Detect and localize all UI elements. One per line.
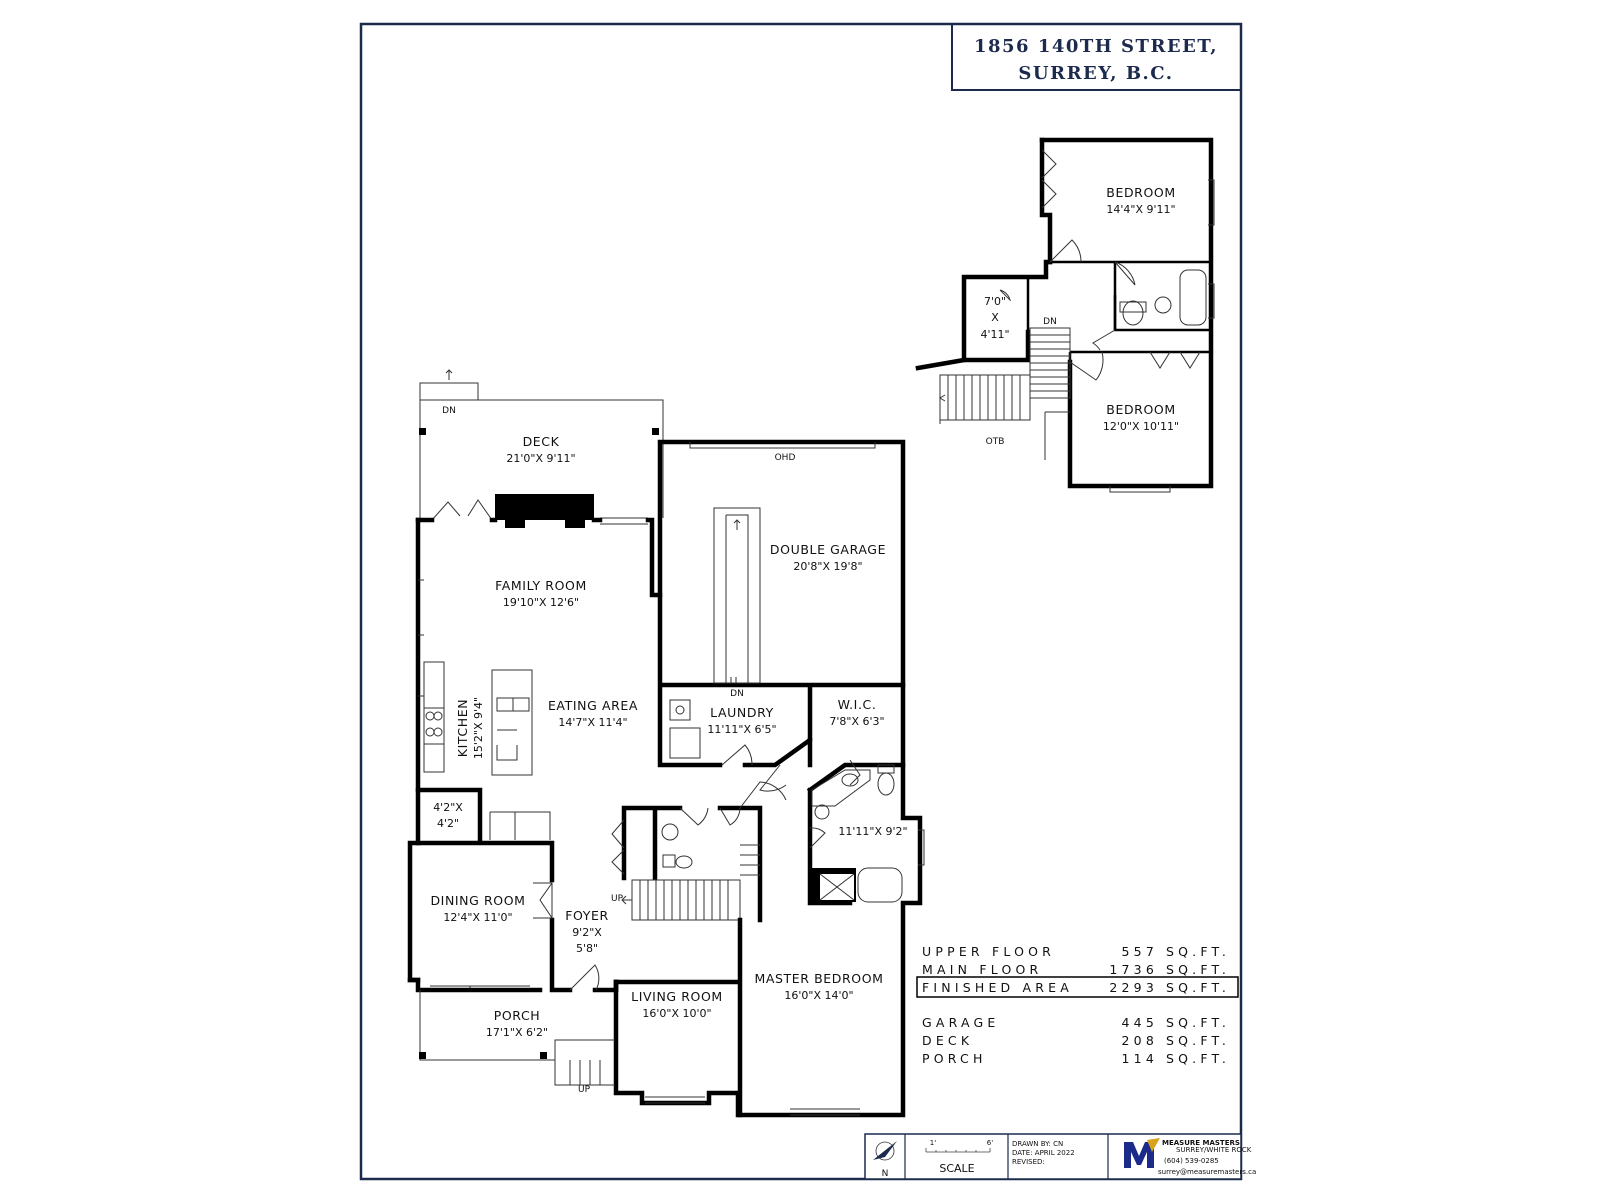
area-summary <box>916 976 1239 998</box>
bedroom-1-dims: 14'4"X 9'11" <box>1106 203 1175 216</box>
area-unit-upper: SQ.FT. <box>1166 944 1230 959</box>
bedroom-2-name: BEDROOM <box>1106 402 1175 417</box>
deck-name: DECK <box>523 434 560 449</box>
storage-dims-1: 7'0" <box>984 295 1006 308</box>
area-value-main: 1736 <box>1109 962 1158 977</box>
foyer-dims-2: 5'8" <box>576 942 598 955</box>
living-room-name: LIVING ROOM <box>631 989 723 1004</box>
pantry-dims-2: 4'2" <box>437 817 459 830</box>
dining-room-name: DINING ROOM <box>430 893 525 908</box>
area-unit-porch: SQ.FT. <box>1166 1051 1230 1066</box>
main-floor-plan <box>407 369 925 1118</box>
storage-dims-2: X <box>991 311 999 324</box>
bedroom-2-dims: 12'0"X 10'11" <box>1103 420 1179 433</box>
wic-name: W.I.C. <box>838 697 877 712</box>
area-value-upper: 557 <box>1122 944 1158 959</box>
title-block <box>864 1133 1242 1180</box>
finished-area-highlight <box>916 976 1239 998</box>
double-garage-name: DOUBLE GARAGE <box>770 542 886 557</box>
scale-bar <box>925 1148 991 1153</box>
drawn-by: DRAWN BY: CN <box>1012 1140 1063 1148</box>
area-value-garage: 445 <box>1122 1015 1158 1030</box>
ohd-label: OHD <box>775 453 796 463</box>
master-bedroom-name: MASTER BEDROOM <box>754 971 883 986</box>
measure-masters-logo <box>1124 1138 1160 1168</box>
area-label-garage: GARAGE <box>922 1015 1000 1030</box>
foyer-name: FOYER <box>565 908 609 923</box>
revised: REVISED: <box>1012 1158 1045 1166</box>
storage-dims-3: 4'11" <box>980 328 1009 341</box>
area-value-deck: 208 <box>1122 1033 1158 1048</box>
garage-dn-label: DN <box>730 689 744 699</box>
ensuite-dims: 11'11"X 9'2" <box>838 825 907 838</box>
family-room-dims: 19'10"X 12'6" <box>503 596 579 609</box>
pantry-dims-1: 4'2"X <box>433 801 463 814</box>
company-phone: (604) 539-0285 <box>1164 1157 1219 1165</box>
kitchen-dims: 15'2"X 9'4" <box>472 697 485 759</box>
area-label-main: MAIN FLOOR <box>922 962 1042 977</box>
company-name: MEASURE MASTERS <box>1162 1139 1240 1147</box>
bedroom-1-name: BEDROOM <box>1106 185 1175 200</box>
area-label-upper: UPPER FLOOR <box>922 944 1055 959</box>
sheet-border <box>359 22 1243 1181</box>
wic-dims: 7'8"X 6'3" <box>829 715 884 728</box>
title-line2: SURREY, B.C. <box>1018 63 1173 84</box>
eating-area-dims: 14'7"X 11'4" <box>558 716 627 729</box>
company-sub: SURREY/WHITE ROCK <box>1176 1146 1252 1154</box>
area-label-finished: FINISHED AREA <box>922 980 1073 995</box>
deck-dims: 21'0"X 9'11" <box>506 452 575 465</box>
area-value-finished: 2293 <box>1109 980 1158 995</box>
area-unit-finished: SQ.FT. <box>1166 980 1230 995</box>
company-email: surrey@measuremasters.ca <box>1158 1168 1256 1176</box>
area-label-deck: DECK <box>922 1033 973 1048</box>
otb-label: OTB <box>986 437 1005 447</box>
porch-name: PORCH <box>494 1008 541 1023</box>
laundry-dims: 11'11"X 6'5" <box>707 723 776 736</box>
area-label-porch: PORCH <box>922 1051 987 1066</box>
eating-area-name: EATING AREA <box>548 698 638 713</box>
scale-end-label: 6' <box>987 1139 993 1147</box>
foyer-up-label: UP <box>611 894 624 904</box>
family-room-name: FAMILY ROOM <box>495 578 587 593</box>
title-box <box>951 23 1242 91</box>
scale-label: SCALE <box>939 1162 974 1175</box>
upper-stair-dn-label: DN <box>1043 317 1057 327</box>
master-bedroom-dims: 16'0"X 14'0" <box>784 989 853 1002</box>
kitchen-name: KITCHEN <box>455 699 470 757</box>
drawing-date: DATE: APRIL 2022 <box>1012 1149 1075 1157</box>
area-unit-garage: SQ.FT. <box>1166 1015 1230 1030</box>
living-room-dims: 16'0"X 10'0" <box>642 1007 711 1020</box>
area-unit-main: SQ.FT. <box>1166 962 1230 977</box>
porch-up-label: UP <box>578 1085 591 1095</box>
porch-dims: 17'1"X 6'2" <box>486 1026 548 1039</box>
upper-floor-plan <box>915 137 1215 493</box>
double-garage-dims: 20'8"X 19'8" <box>793 560 862 573</box>
foyer-dims-1: 9'2"X <box>572 926 602 939</box>
deck-dn-label: DN <box>442 406 456 416</box>
laundry-name: LAUNDRY <box>710 705 774 720</box>
area-unit-deck: SQ.FT. <box>1166 1033 1230 1048</box>
area-value-porch: 114 <box>1122 1051 1158 1066</box>
north-label: N <box>882 1169 889 1179</box>
title-line1: 1856 140TH STREET, <box>974 36 1218 57</box>
scale-start-label: 1' <box>930 1139 936 1147</box>
north-arrow-icon <box>873 1141 897 1161</box>
dining-room-dims: 12'4"X 11'0" <box>443 911 512 924</box>
